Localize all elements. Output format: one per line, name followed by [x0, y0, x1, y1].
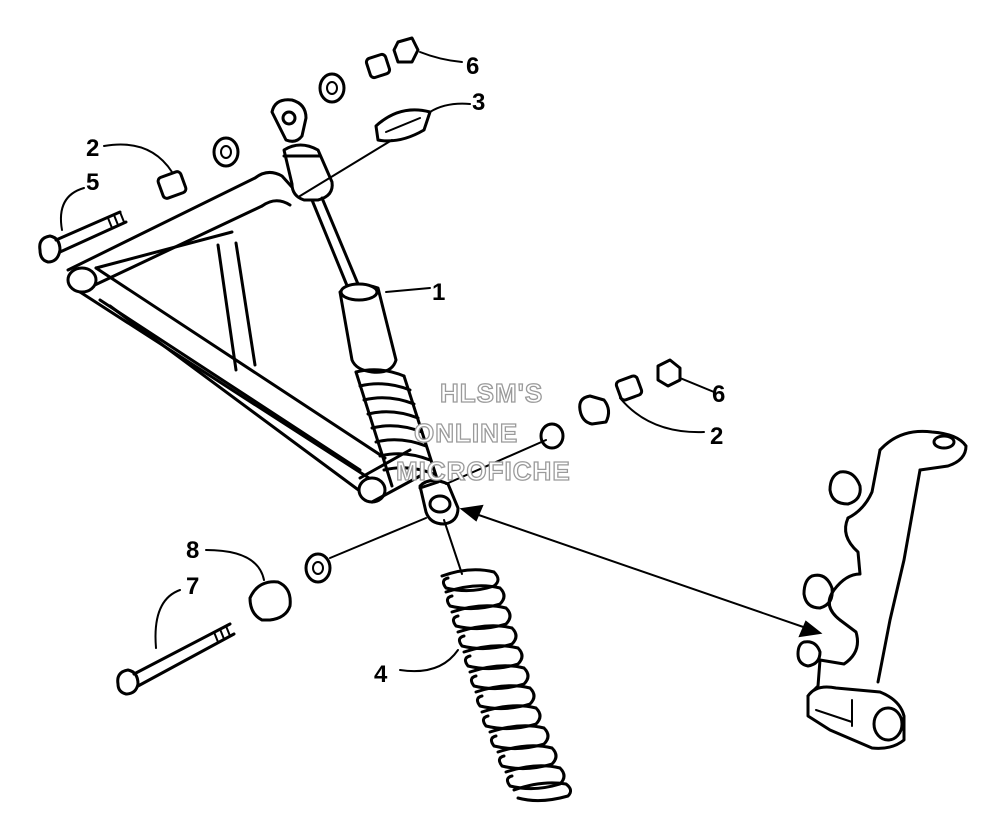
a-arm	[66, 171, 422, 504]
coil-spring	[440, 519, 573, 803]
lower-hardware	[116, 517, 427, 696]
callout-5: 5	[86, 169, 99, 196]
callout-labels: 1 2 2 3 4 5 6 6 7 8	[86, 53, 725, 688]
callout-8: 8	[186, 537, 199, 564]
callout-6-top: 6	[466, 53, 479, 80]
watermark: HLSM'S ONLINE MICROFICHE	[395, 377, 571, 486]
callout-1: 1	[432, 279, 445, 306]
right-hardware	[445, 358, 682, 485]
leader-lines	[60, 51, 715, 673]
watermark-line-1: HLSM'S	[440, 378, 543, 408]
watermark-line-3: MICROFICHE	[396, 456, 571, 486]
callout-7: 7	[186, 573, 199, 600]
callout-6-right: 6	[712, 381, 725, 408]
shock-spring-coils	[354, 368, 442, 490]
spindle	[796, 429, 968, 750]
callout-4: 4	[374, 661, 388, 688]
watermark-line-2: ONLINE	[414, 418, 518, 448]
assembly-arrow	[459, 504, 823, 638]
callout-3: 3	[472, 89, 485, 116]
shock-absorber	[270, 98, 460, 526]
callout-2-right: 2	[710, 423, 723, 450]
top-hardware	[38, 36, 432, 264]
callout-2-top: 2	[86, 135, 99, 162]
